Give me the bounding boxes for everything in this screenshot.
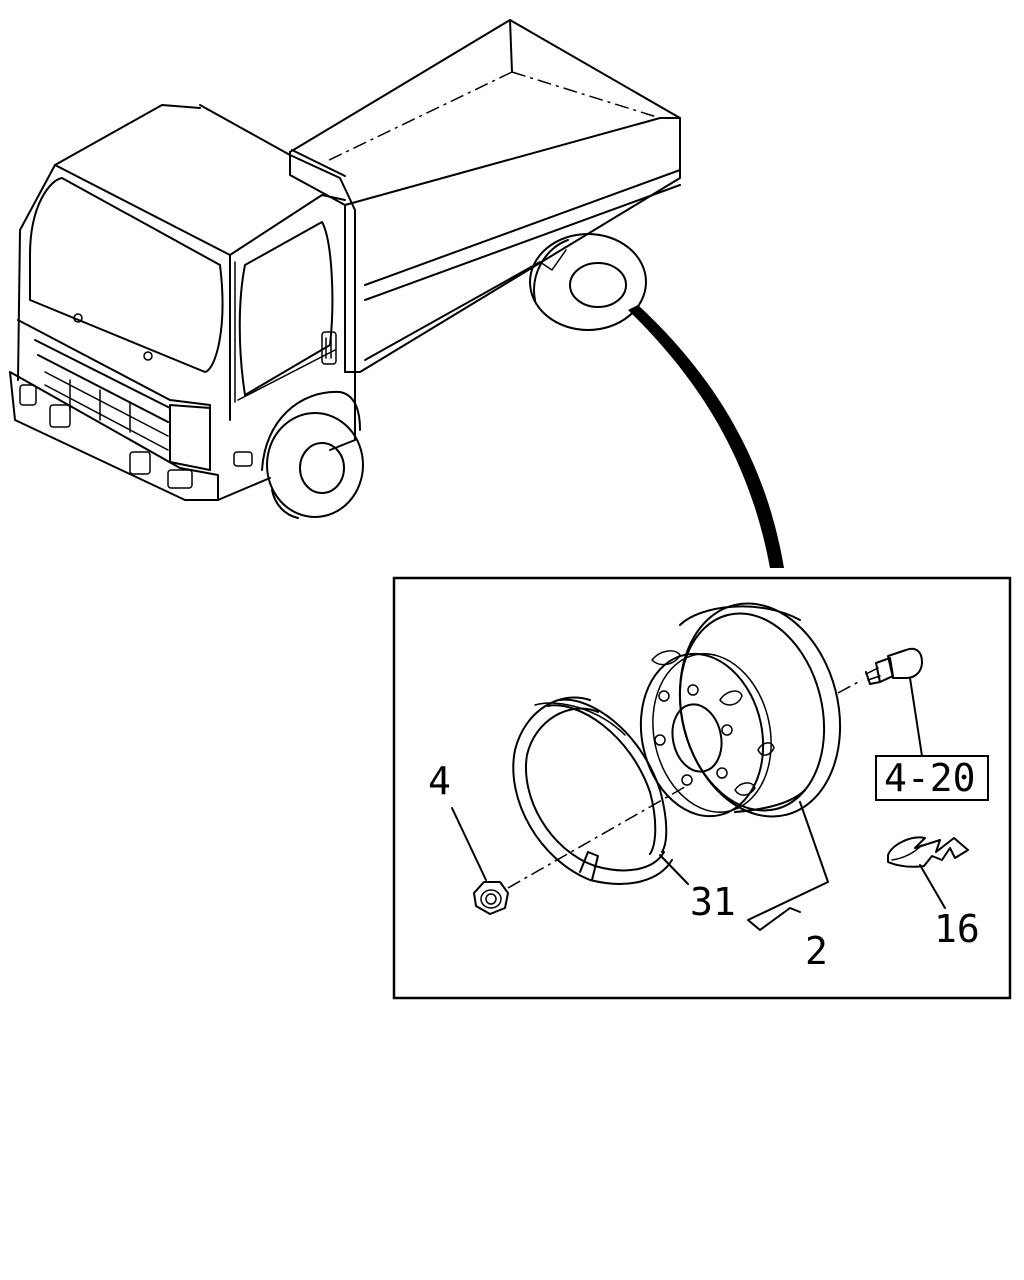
wheel-rim [639, 602, 842, 818]
front-wheel [261, 390, 364, 519]
axis-stud [837, 679, 863, 694]
cab [9, 104, 356, 501]
ref-box [875, 755, 989, 801]
callout-4: 4 [428, 759, 451, 803]
cargo-bed [289, 19, 681, 373]
detail-pointer [628, 305, 784, 568]
callout-4-20: 4-20 [884, 756, 976, 800]
callout-2: 2 [805, 929, 828, 973]
callout-16: 16 [934, 907, 980, 951]
spring-clip [887, 836, 969, 868]
side-ring [512, 696, 673, 885]
wheel-nut [473, 881, 509, 915]
axis-nut [507, 783, 691, 889]
truck-illustration [9, 19, 681, 519]
leader-lines [451, 677, 946, 931]
rear-wheel [529, 233, 647, 331]
hub-stud [865, 647, 923, 685]
detail-frame [392, 576, 1012, 1000]
callout-31: 31 [690, 880, 736, 924]
